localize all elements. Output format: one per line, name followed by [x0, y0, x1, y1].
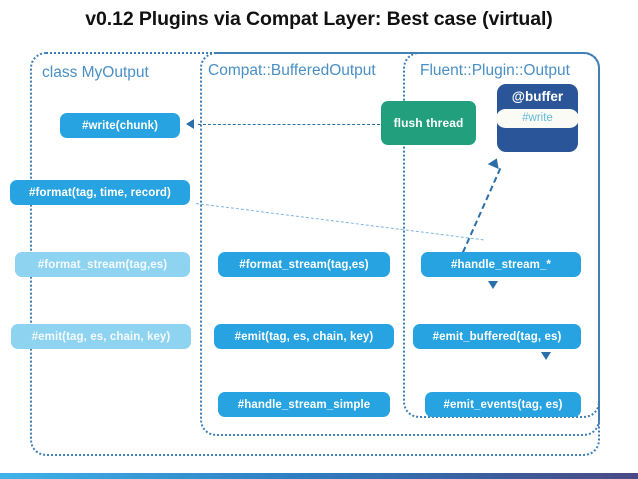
buffer-box[interactable]: @buffer #write [496, 84, 579, 152]
pill-fluent-emit-buffered[interactable]: #emit_buffered(tag, es) [413, 324, 581, 349]
group-label-compat: Compat::BufferedOutput [208, 62, 376, 79]
group-fluent [403, 52, 600, 418]
page-title: v0.12 Plugins via Compat Layer: Best cas… [85, 8, 553, 30]
pill-my-output-format[interactable]: #format(tag, time, record) [10, 180, 190, 205]
group-label-my-output: class MyOutput [42, 64, 149, 81]
pill-my-output-format-stream[interactable]: #format_stream(tag,es) [15, 252, 190, 277]
pill-compat-handle-stream-simple[interactable]: #handle_stream_simple [218, 392, 390, 417]
footer-gradient-bar [0, 473, 638, 479]
pill-fluent-handle-stream[interactable]: #handle_stream_* [421, 252, 581, 277]
pill-compat-format-stream[interactable]: #format_stream(tag,es) [218, 252, 390, 277]
pill-my-output-emit[interactable]: #emit(tag, es, chain, key) [11, 324, 191, 349]
pill-my-output-write-chunk[interactable]: #write(chunk) [60, 113, 180, 138]
pill-compat-emit[interactable]: #emit(tag, es, chain, key) [214, 324, 394, 349]
pill-fluent-emit-events[interactable]: #emit_events(tag, es) [425, 392, 581, 417]
group-label-fluent: Fluent::Plugin::Output [420, 62, 570, 79]
flush-thread-box[interactable]: flush thread [381, 101, 476, 145]
connector-flush-to-write-arrowhead [186, 119, 194, 129]
buffer-title: @buffer [511, 89, 564, 104]
connector-handle-stream-down-arrowhead [488, 281, 498, 289]
connector-flush-to-write-line [198, 124, 380, 125]
buffer-write-method[interactable]: #write [496, 109, 579, 128]
connector-emit-buffered-down-arrowhead [541, 352, 551, 360]
